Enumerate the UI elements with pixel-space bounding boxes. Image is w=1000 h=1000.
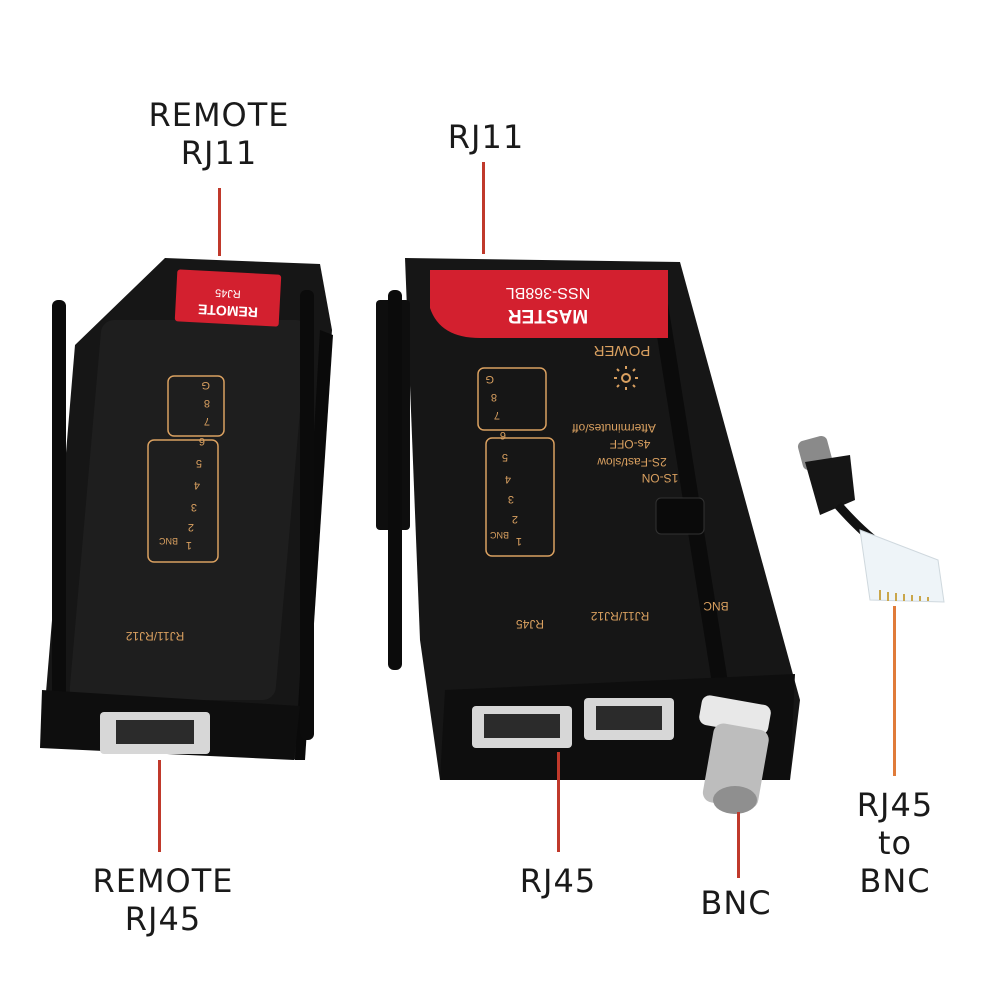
master-tag-title: MASTER (508, 305, 589, 326)
master-port-labels: BNC RJ11/RJ12 RJ45 (516, 599, 729, 631)
remote-led-frame-main (147, 439, 219, 563)
callout-remote-rj45-line2: RJ45 (124, 900, 202, 938)
remote-led-1: 1 (186, 539, 192, 551)
callout-remote-rj45-line1: REMOTE (92, 862, 234, 900)
remote-led-3: 3 (191, 501, 197, 513)
mode-afterminutes: Afterminutes/off (571, 421, 655, 435)
remote-led-g: G (201, 379, 210, 391)
callout-master-rj11: RJ11 (440, 118, 532, 156)
remote-led-frame-top (167, 375, 225, 437)
rj45-to-bnc-adapter (797, 435, 945, 603)
callout-bnc-line1: BNC (700, 884, 772, 922)
remote-led-5: 5 (196, 457, 202, 469)
master-led-5: 5 (502, 451, 508, 463)
mode-1s-on: 1S-ON (642, 471, 679, 485)
master-led-6: 6 (500, 429, 506, 441)
callout-remote-rj11: REMOTE RJ11 (140, 96, 298, 172)
callout-remote-rj11-line1: REMOTE (148, 96, 290, 134)
remote-port-label: RJ11/RJ12 (125, 629, 184, 643)
remote-led-4: 4 (194, 479, 200, 491)
remote-led-bnc: BNC (158, 536, 178, 546)
master-led-8: 8 (491, 391, 497, 403)
remote-unit: RJ45 REMOTE G 8 7 6 5 4 3 2 1 BNC RJ11/R… (40, 258, 333, 760)
master-power-label: POWER (594, 342, 651, 359)
callout-rj45-to-bnc-line3: BNC (859, 862, 931, 900)
master-led-2: 2 (512, 513, 518, 525)
leader-master-rj45 (557, 752, 560, 852)
master-bnc-port[interactable] (698, 694, 772, 814)
master-led-frame-main (485, 437, 555, 557)
remote-led-2: 2 (188, 521, 194, 533)
callout-rj45-to-bnc-line1: RJ45 (856, 786, 934, 824)
remote-led-labels: G 8 7 6 5 4 3 2 1 BNC (158, 379, 210, 551)
master-tag (430, 270, 668, 338)
port-label-rj45: RJ45 (516, 617, 544, 631)
adapter-rj45-plug (859, 529, 945, 603)
remote-front-panel (69, 320, 307, 700)
leader-remote-rj11 (218, 188, 221, 256)
master-led-bnc: BNC (489, 530, 509, 540)
remote-led-7: 7 (204, 415, 210, 427)
leader-adapter (893, 606, 896, 776)
remote-led-6: 6 (199, 435, 205, 447)
master-led-labels: G 8 7 6 5 4 3 2 1 BNC (485, 373, 522, 547)
master-led-g: G (485, 373, 494, 385)
port-label-bnc: BNC (703, 599, 729, 613)
remote-led-8: 8 (204, 397, 210, 409)
mode-2s-fast: 2S-Fast/slow (597, 455, 667, 469)
power-led-icon (614, 366, 638, 390)
master-mode-list: Afterminutes/off 4s-OFF 2S-Fast/slow 1S-… (571, 421, 678, 485)
master-led-4: 4 (505, 473, 511, 485)
port-label-rj11: RJ11/RJ12 (590, 609, 649, 623)
master-unit: NSS-368BL MASTER POWER G 8 7 6 5 4 3 2 1 (376, 258, 800, 814)
callout-bnc: BNC (690, 884, 782, 922)
mode-4s-off: 4s-OFF (610, 437, 651, 451)
callout-rj45-to-bnc: RJ45 to BNC (846, 786, 944, 900)
callout-master-rj11-line1: RJ11 (447, 118, 525, 156)
callout-rj45-to-bnc-line2: to (877, 824, 913, 862)
leader-master-rj11 (482, 162, 485, 254)
leader-remote-rj45 (158, 760, 161, 852)
master-led-3: 3 (508, 493, 514, 505)
leader-bnc (737, 812, 740, 878)
remote-tag-sub: RJ45 (215, 286, 241, 299)
remote-ribs (52, 290, 314, 740)
callout-master-rj45-line1: RJ45 (519, 862, 597, 900)
master-led-frame-top (477, 367, 547, 431)
callout-master-rj45: RJ45 (510, 862, 606, 900)
master-tag-sub: NSS-368BL (506, 284, 591, 301)
mode-button[interactable] (655, 497, 705, 535)
callout-remote-rj45: REMOTE RJ45 (84, 862, 242, 938)
master-led-7: 7 (494, 409, 500, 421)
callout-remote-rj11-line2: RJ11 (180, 134, 258, 172)
remote-tag (174, 269, 282, 327)
remote-tag-title: REMOTE (198, 301, 259, 320)
master-led-1: 1 (516, 535, 522, 547)
